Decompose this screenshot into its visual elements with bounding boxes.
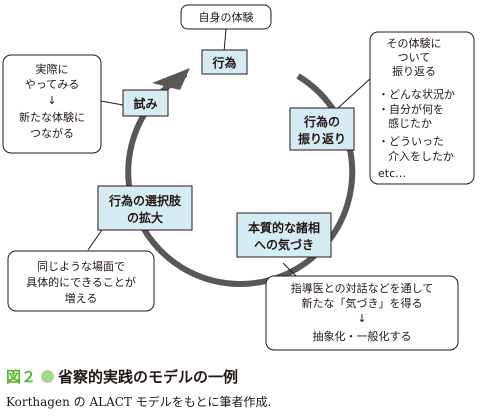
connector-top — [223, 28, 227, 53]
callout-top-left-line: 新たな体験に — [19, 110, 85, 124]
callout-right-line: ・どういった — [378, 135, 444, 148]
callout-right-line: 感じたか — [388, 117, 432, 130]
callout-right: その体験に ついて 振り返る ・どんな状況か ・自分が何を 感じたか ・どういっ… — [369, 31, 475, 185]
callout-right-line: 介入をしたか — [388, 150, 454, 163]
bullet-dot-icon — [41, 370, 55, 383]
cycle-arrow-icon — [152, 68, 190, 90]
callout-right-line: etc… — [378, 167, 406, 180]
stage-awareness: 本質的な諸相 への気づき — [236, 212, 332, 258]
callout-top-left-line: ↓ — [47, 94, 56, 107]
stage-action: 行為 — [201, 49, 248, 75]
stage-trial-label: 試み — [133, 96, 157, 111]
callout-bottom-right-line: 新たな「気づき」を得る — [302, 296, 423, 310]
figure-title: 図２ 省察的実践のモデルの一例 — [6, 366, 238, 387]
stage-reflection: 行為の 振り返り — [289, 107, 355, 151]
stage-awareness-label: への気づき — [254, 237, 314, 252]
callout-right-line: ・どんな状況か — [378, 87, 455, 101]
callout-bottom-left-line: 同じような場面で — [37, 260, 125, 273]
callout-bottom-right-line: ↓ — [357, 312, 366, 325]
callout-bottom-right: 指導医との対話などを通して 新たな「気づき」を得る ↓ 抽象化・一般化する — [265, 275, 459, 351]
connector-top-left — [100, 100, 124, 106]
stage-options: 行為の選択肢 の拡大 — [97, 185, 193, 231]
stage-reflection-label: 行為の — [303, 114, 340, 129]
callout-right-line: ついて — [398, 51, 431, 64]
stage-awareness-label: 本質的な諸相 — [248, 220, 320, 235]
figure-number: 図２ — [6, 368, 37, 386]
figure-caption: Korthagen の ALACT モデルをもとに筆者作成. — [6, 395, 272, 409]
stage-action-label: 行為 — [211, 55, 236, 70]
stage-trial: 試み — [122, 89, 169, 117]
callout-top-text: 自身の体験 — [199, 10, 254, 24]
callout-top: 自身の体験 — [180, 4, 272, 30]
callout-right-line: ・自分が何を — [378, 102, 444, 116]
figure-title-text: 省察的実践のモデルの一例 — [58, 368, 239, 386]
callout-bottom-right-line: 指導医との対話などを通して — [291, 281, 434, 295]
stage-options-label: の拡大 — [127, 210, 163, 225]
callout-top-left-line: やってみる — [25, 78, 79, 91]
callout-bottom-left: 同じような場面で 具体的にできることが 増える — [7, 250, 155, 312]
callout-bottom-right-line: 抽象化・一般化する — [313, 329, 412, 343]
callout-top-left: 実際に やってみる ↓ 新たな体験に つながる — [2, 54, 102, 154]
callout-top-left-line: 実際に — [36, 62, 69, 76]
stage-reflection-label: 振り返り — [298, 131, 346, 146]
callout-bottom-left-line: 増える — [65, 292, 98, 305]
callout-right-line: 振り返る — [392, 64, 436, 78]
connector-right — [337, 77, 372, 109]
connector-bottom-left — [87, 226, 105, 251]
callout-bottom-left-line: 具体的にできることが — [26, 275, 136, 289]
stage-options-label: 行為の選択肢 — [108, 193, 182, 208]
callout-right-line: その体験に — [387, 36, 442, 50]
callout-top-left-line: つながる — [30, 126, 74, 140]
